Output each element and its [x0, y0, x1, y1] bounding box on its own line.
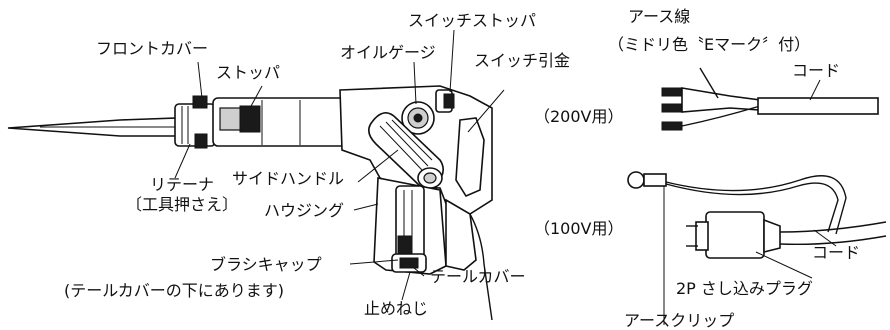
label-plug-2p: 2P さし込みプラグ	[676, 279, 813, 298]
label-100v: （100V用）	[534, 219, 624, 238]
label-switch-trigger: スイッチ引金	[474, 51, 571, 70]
label-earth-clip: アースクリップ	[624, 311, 735, 330]
label-cord-200v: コード	[792, 61, 841, 80]
side-handle	[368, 112, 444, 189]
label-brush-cap-note: (テールカバーの下にあります)	[64, 281, 285, 300]
label-side-handle: サイドハンドル	[232, 169, 345, 188]
label-front-cover: フロントカバー	[96, 39, 209, 58]
label-housing: ハウジング	[264, 201, 345, 220]
label-tail-cover: テールカバー	[430, 267, 526, 286]
retainer-part	[174, 95, 216, 149]
leader-lines	[174, 29, 837, 301]
label-retainer: リテーナ	[150, 175, 215, 194]
housing	[373, 177, 477, 275]
cord-100v	[627, 171, 887, 325]
label-switch-stopper: スイッチストッパ	[408, 11, 537, 30]
label-cord-100v: コード	[812, 243, 861, 262]
chisel-bit	[7, 117, 179, 137]
label-retainer-note: 〔工具押さえ〕	[126, 195, 239, 214]
label-stop-screw: 止めねじ	[364, 299, 429, 318]
label-200v: （200V用）	[534, 107, 624, 126]
label-oil-gauge: オイルゲージ	[340, 43, 436, 62]
label-brush-cap: ブラシキャップ	[210, 255, 322, 274]
cord-200v	[661, 67, 879, 131]
barrel	[212, 97, 349, 147]
label-stopper: ストッパ	[216, 63, 281, 82]
label-earth-wire: アース線	[628, 7, 691, 26]
label-earth-wire-note: （ミドリ色〝Eマーク〞付）	[608, 35, 811, 54]
